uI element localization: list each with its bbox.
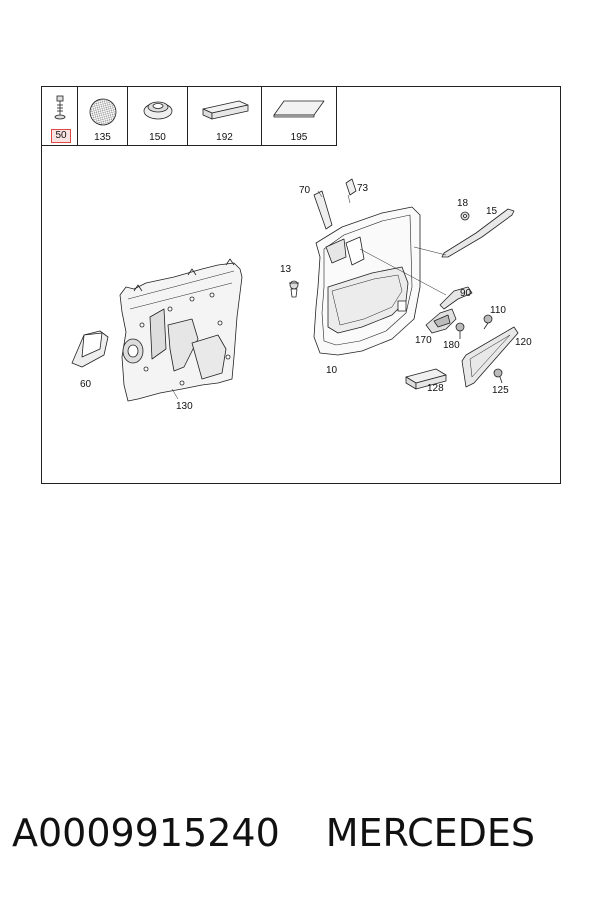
callout-120: 120 bbox=[515, 337, 532, 348]
legend-cell-135[interactable]: 135 bbox=[78, 87, 128, 145]
legend-label-135: 135 bbox=[94, 132, 111, 143]
flat-pad-icon bbox=[273, 100, 325, 118]
bolt-icon bbox=[54, 95, 66, 120]
nut-18 bbox=[460, 211, 470, 221]
legend-cell-195[interactable]: 195 bbox=[262, 87, 336, 145]
grommet-icon bbox=[143, 101, 173, 120]
speaker-grille-icon bbox=[89, 98, 117, 126]
legend-label-195: 195 bbox=[290, 132, 308, 143]
exploded-parts-diagram: 70 73 18 15 13 90 110 170 180 120 10 128… bbox=[71, 178, 532, 412]
screw-125 bbox=[493, 368, 503, 384]
callout-130: 130 bbox=[176, 401, 193, 412]
handle-cover-90 bbox=[439, 286, 473, 310]
grab-handle-70 bbox=[313, 190, 333, 230]
legend-cell-50[interactable]: 50 bbox=[42, 87, 78, 145]
brand-name: MERCEDES bbox=[325, 811, 536, 855]
legend-label-192: 192 bbox=[216, 132, 233, 143]
diagram-frame: 70 73 18 15 13 90 110 170 180 120 10 128… bbox=[41, 86, 561, 484]
callout-110: 110 bbox=[490, 305, 506, 316]
foam-pad-128 bbox=[405, 368, 447, 390]
callout-128: 128 bbox=[427, 383, 444, 394]
cap-73 bbox=[345, 178, 357, 204]
clip-13 bbox=[289, 280, 299, 298]
screw-180 bbox=[455, 322, 465, 339]
foam-pad-icon bbox=[202, 100, 249, 120]
callout-18: 18 bbox=[457, 198, 469, 209]
pillar-trim-120 bbox=[461, 326, 519, 388]
callout-90: 90 bbox=[460, 288, 472, 299]
parts-legend: 50 135 150 bbox=[42, 87, 337, 146]
callout-170: 170 bbox=[415, 335, 432, 346]
callout-13: 13 bbox=[280, 264, 292, 275]
part-footer: A0009915240 MERCEDES bbox=[12, 808, 592, 858]
speaker-housing-60 bbox=[71, 330, 109, 368]
callout-70: 70 bbox=[299, 185, 311, 196]
screw-110 bbox=[483, 314, 493, 330]
part-number: A0009915240 bbox=[12, 811, 280, 855]
legend-label-150: 150 bbox=[149, 132, 166, 143]
door-trim-panel-10 bbox=[313, 206, 421, 356]
legend-cell-150[interactable]: 150 bbox=[128, 87, 188, 145]
door-carrier-panel-130 bbox=[119, 258, 243, 402]
callout-125: 125 bbox=[492, 385, 509, 396]
callout-15: 15 bbox=[486, 206, 498, 217]
callout-10: 10 bbox=[326, 365, 338, 376]
trim-strip-15 bbox=[441, 208, 515, 258]
callout-180: 180 bbox=[443, 340, 460, 351]
callout-60: 60 bbox=[80, 379, 92, 390]
callout-73: 73 bbox=[357, 183, 369, 194]
legend-cell-192[interactable]: 192 bbox=[188, 87, 262, 145]
legend-label-50: 50 bbox=[51, 129, 71, 143]
handle-mechanism-170 bbox=[425, 308, 457, 334]
